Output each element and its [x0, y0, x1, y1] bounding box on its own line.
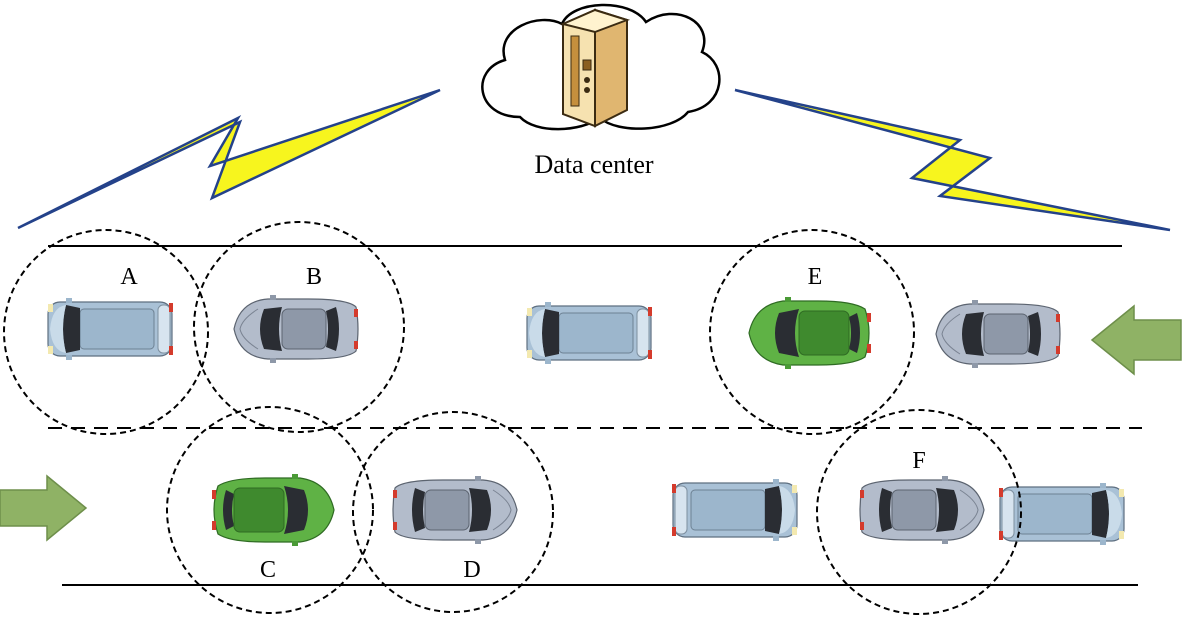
vehicle-f-sedan [859, 475, 985, 545]
data-center-label: Data center [534, 150, 653, 179]
vehicle-d-sedan [392, 475, 518, 545]
wireless-link-left-icon [17, 88, 441, 230]
node-label-d: D [463, 557, 480, 583]
vehicle-sedan-upper [935, 299, 1061, 369]
node-label-e: E [808, 264, 823, 290]
range-circle-d [352, 411, 554, 613]
range-circle-e [709, 229, 915, 435]
wireless-link-right-icon [734, 88, 1171, 232]
arrow-right-icon [0, 474, 88, 542]
vehicle-e-green-car [748, 296, 872, 370]
server-icon [562, 9, 628, 127]
vehicle-b-sedan [233, 294, 359, 364]
range-circle-f [816, 409, 1022, 615]
vehicle-a-van [47, 297, 174, 361]
vehicle-van-lower [671, 478, 798, 542]
vehicle-van-upper [526, 301, 653, 365]
road [48, 245, 1142, 586]
node-label-a: A [120, 264, 138, 290]
arrow-left-icon [1090, 304, 1182, 376]
vehicle-c-green-car [211, 473, 335, 547]
range-circle-b [193, 221, 405, 433]
range-circle-a [3, 229, 209, 435]
node-label-c: C [260, 557, 276, 583]
node-label-b: B [306, 264, 322, 290]
node-label-f: F [912, 448, 925, 474]
communication-ranges [3, 221, 1022, 615]
range-circle-c [166, 406, 374, 614]
data-center-cloud: Data center [481, 3, 721, 179]
